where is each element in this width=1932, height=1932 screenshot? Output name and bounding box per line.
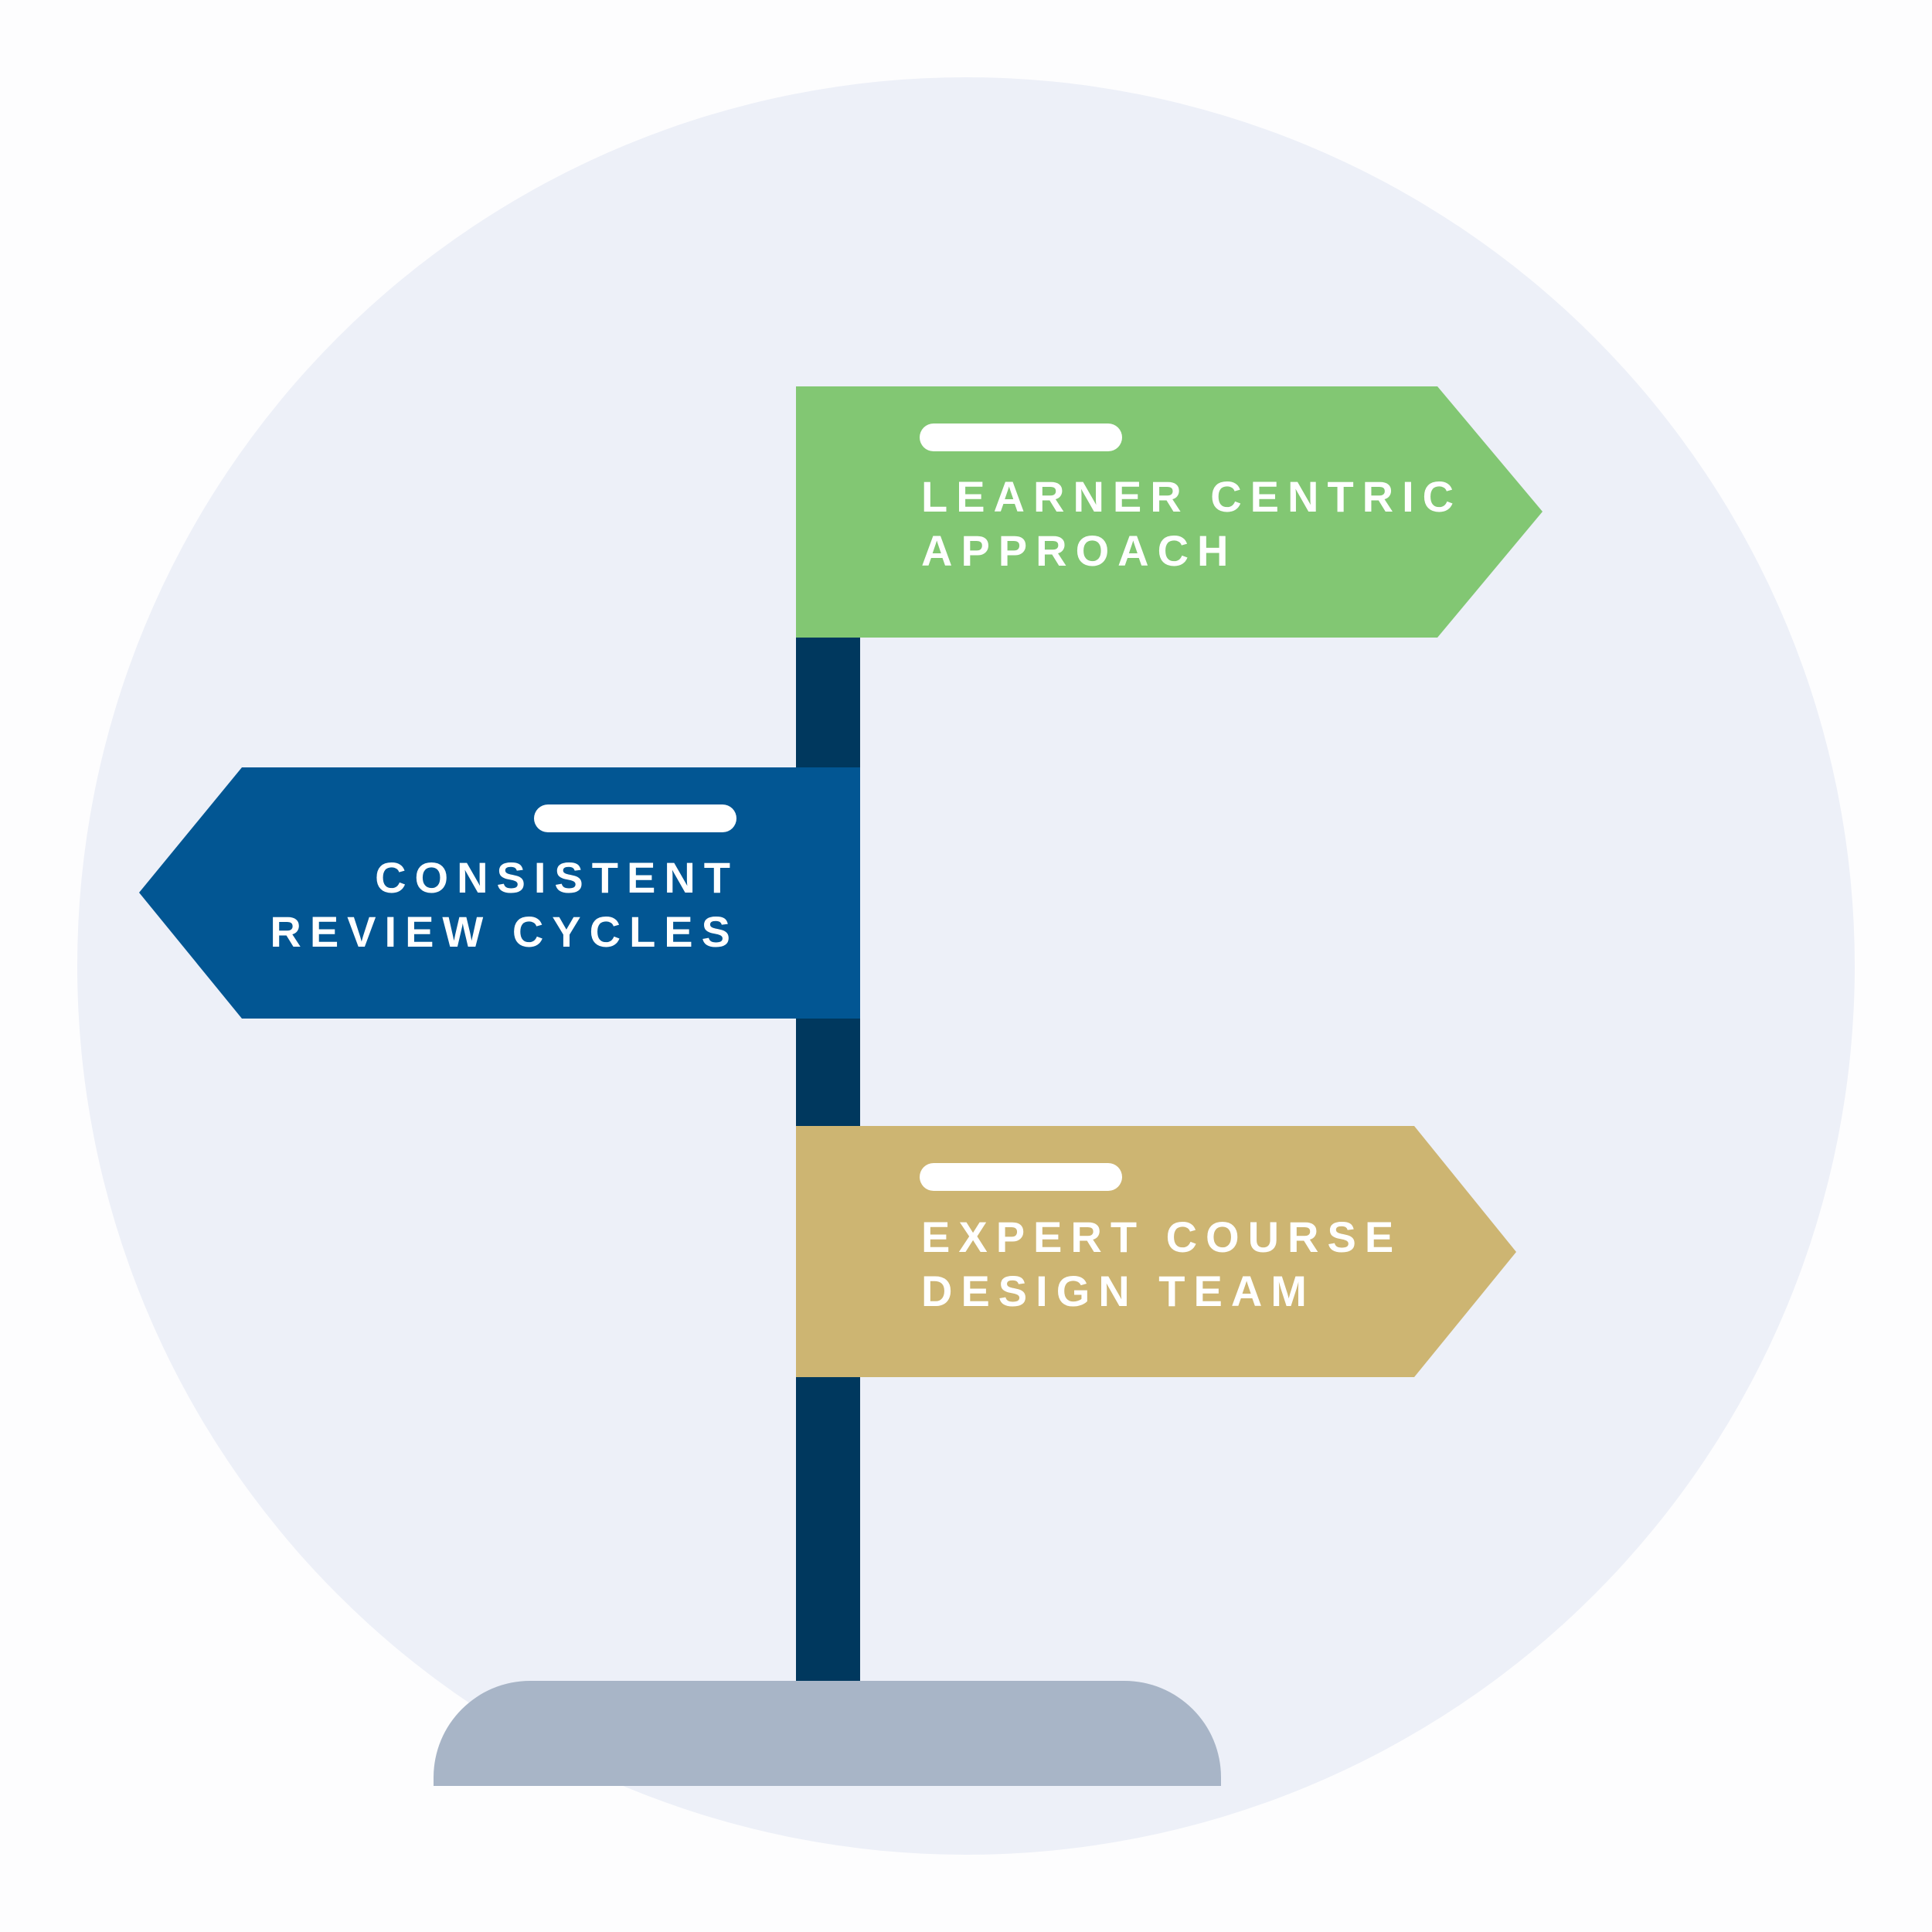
sign-marker-bar: [534, 804, 736, 832]
sign-marker-bar: [920, 1163, 1122, 1191]
sign-label-line-2: REVIEW CYCLES: [270, 907, 739, 956]
sign-label-line-1: LEARNER CENTRIC: [921, 472, 1462, 521]
sign-label-line-2: DESIGN TEAM: [921, 1267, 1315, 1315]
sign-consistent-review: CONSISTENT REVIEW CYCLES: [139, 767, 860, 1019]
signpost-base: [434, 1681, 1221, 1786]
sign-label-line-1: EXPERT COURSE: [921, 1213, 1402, 1261]
sign-expert-course: EXPERT COURSE DESIGN TEAM: [796, 1126, 1516, 1377]
sign-label-line-1: CONSISTENT: [375, 853, 739, 902]
sign-learner-centric: LEARNER CENTRIC APPROACH: [796, 386, 1543, 638]
sign-marker-bar: [920, 423, 1122, 451]
sign-label-line-2: APPROACH: [921, 526, 1236, 575]
